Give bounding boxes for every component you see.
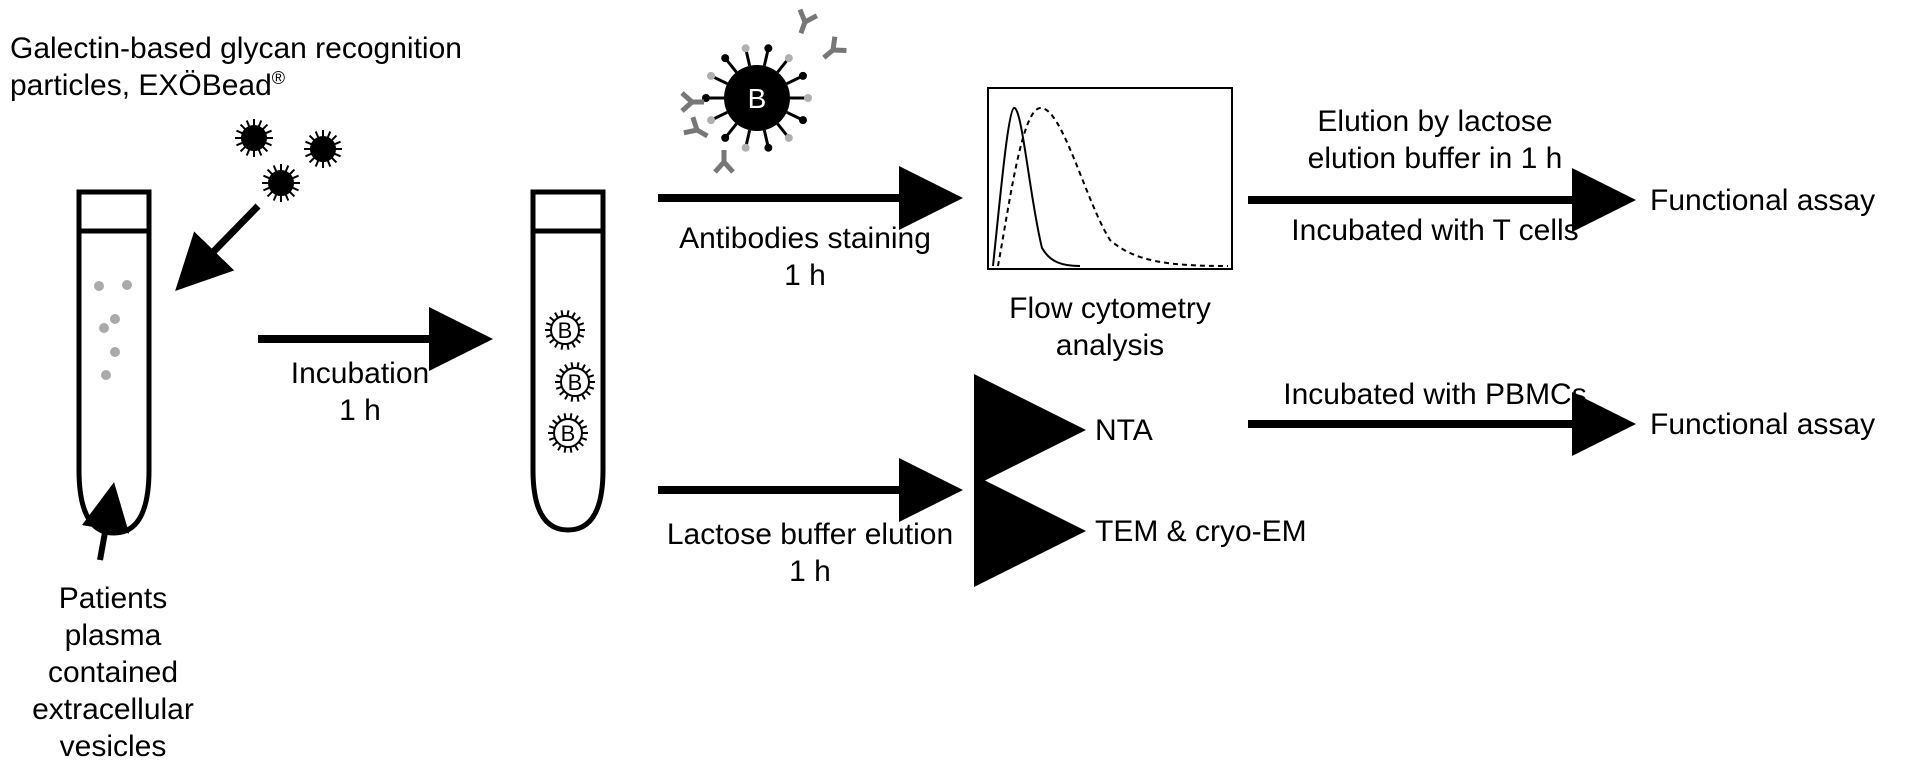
particles-title: Galectin-based glycan recognition partic… bbox=[10, 30, 462, 104]
lactose-line2: 1 h bbox=[789, 555, 831, 588]
antibody-labelled-bead: B bbox=[680, 8, 847, 174]
elution-line2: elution buffer in 1 h bbox=[1307, 142, 1563, 175]
antibody-icon bbox=[797, 8, 819, 35]
tcells-label: Incubated with T cells bbox=[1291, 214, 1579, 247]
bead-icon bbox=[304, 130, 342, 168]
antibodies-line1: Antibodies staining bbox=[679, 222, 931, 255]
flow-cytometry-histogram bbox=[987, 87, 1233, 270]
flow-line1: Flow cytometry bbox=[1009, 292, 1211, 325]
patients-line2: plasma bbox=[64, 619, 162, 652]
antibody-icon bbox=[713, 150, 735, 174]
pbmcs-label: Incubated with PBMCs bbox=[1283, 378, 1587, 411]
bead-letter: B bbox=[568, 370, 583, 395]
particles-title-line2: particles, EXÖBead® bbox=[10, 67, 462, 104]
bound-bead-icon: B bbox=[555, 362, 595, 402]
antibodies-label: Antibodies staining 1 h bbox=[655, 220, 955, 294]
particles-title-line1: Galectin-based glycan recognition bbox=[10, 32, 462, 65]
functional-assay-2: Functional assay bbox=[1650, 408, 1876, 441]
bead-icon bbox=[262, 164, 300, 202]
patients-line5: vesicles bbox=[59, 730, 167, 763]
antibody-icon bbox=[683, 116, 709, 139]
nta-label: NTA bbox=[1095, 414, 1153, 447]
exobead-particles bbox=[235, 119, 342, 202]
antibodies-line2: 1 h bbox=[784, 259, 826, 292]
elution-line1: Elution by lactose bbox=[1317, 105, 1553, 138]
incubation-line2: 1 h bbox=[339, 394, 381, 427]
bead-letter: B bbox=[561, 421, 576, 446]
incubation-line1: Incubation bbox=[290, 357, 430, 390]
registered-mark: ® bbox=[271, 68, 286, 88]
tube-2-beads bbox=[530, 189, 606, 533]
antibody-icon bbox=[680, 91, 704, 113]
incubation-label: Incubation 1 h bbox=[260, 355, 460, 429]
patients-line4: extracellular bbox=[32, 693, 194, 726]
big-bead-letter: B bbox=[748, 83, 767, 114]
tem-cryo-em-label: TEM & cryo-EM bbox=[1095, 515, 1307, 548]
patients-plasma-label: Patients plasma contained extracellular … bbox=[28, 580, 198, 765]
tube-1-plasma bbox=[76, 189, 152, 536]
bead-letter: B bbox=[558, 318, 573, 343]
flow-cytometry-label: Flow cytometry analysis bbox=[975, 290, 1245, 364]
patients-line1: Patients bbox=[58, 582, 168, 615]
particles-title-text: particles, EXÖBead bbox=[10, 69, 272, 102]
functional-assay-1: Functional assay bbox=[1650, 184, 1876, 217]
process-arrows bbox=[81, 166, 1636, 587]
bead-icon bbox=[235, 119, 273, 157]
antibody-icon bbox=[822, 36, 847, 60]
bound-bead-icon: B bbox=[545, 310, 585, 350]
lactose-line1: Lactose buffer elution bbox=[666, 518, 954, 551]
tube-2-bound-beads: B B B bbox=[545, 310, 595, 453]
elution-label: Elution by lactose elution buffer in 1 h bbox=[1255, 103, 1615, 177]
patients-line3: contained bbox=[47, 656, 179, 689]
bound-bead-icon: B bbox=[548, 413, 588, 453]
lactose-elution-label: Lactose buffer elution 1 h bbox=[630, 516, 990, 590]
flow-line2: analysis bbox=[1055, 329, 1165, 362]
